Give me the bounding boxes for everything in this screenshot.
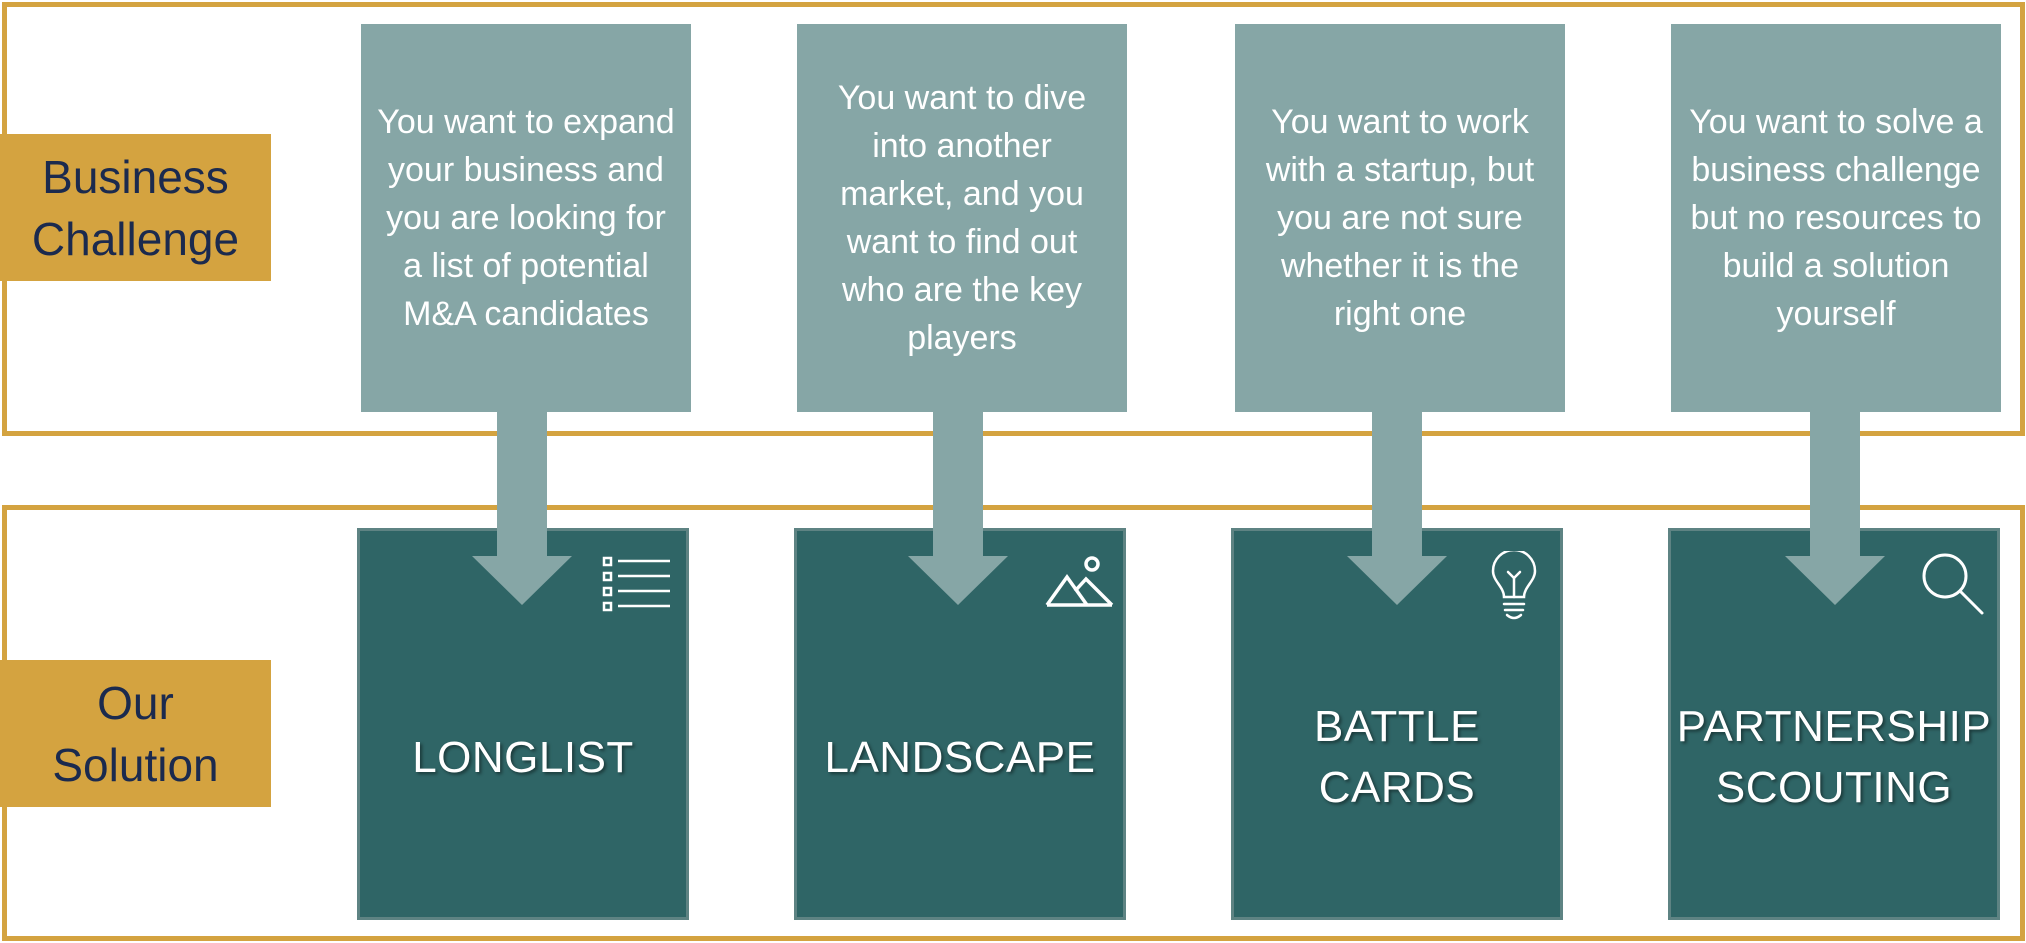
business-challenge-label: Business Challenge: [0, 134, 271, 281]
arrow-4: [1785, 410, 1885, 605]
our-solution-label: Our Solution: [0, 660, 271, 807]
solution-title: LANDSCAPE: [824, 732, 1096, 782]
lightbulb-icon: [1491, 551, 1537, 620]
solution-title: PARTNERSHIP SCOUTING: [1676, 702, 1992, 812]
arrow-1: [472, 410, 572, 605]
solution-title: BATTLE CARDS: [1313, 702, 1480, 812]
arrow-2: [908, 410, 1008, 605]
solution-title: LONGLIST: [412, 732, 634, 782]
solution-box-partnership-scouting: PARTNERSHIP SCOUTING: [1668, 528, 2000, 920]
solution-box-landscape: LANDSCAPE: [794, 528, 1126, 920]
challenge-box-1: You want to expand your business and you…: [361, 24, 691, 412]
solution-box-battle-cards: BATTLE CARDS: [1231, 528, 1563, 920]
search-icon: [1922, 553, 1984, 615]
challenge-box-4: You want to solve a business challenge b…: [1671, 24, 2001, 412]
landscape-icon: [1045, 556, 1114, 607]
challenge-box-2: You want to dive into another market, an…: [797, 24, 1127, 412]
list-icon: [602, 556, 670, 612]
arrow-3: [1347, 410, 1447, 605]
challenge-box-3: You want to work with a startup, but you…: [1235, 24, 1565, 412]
